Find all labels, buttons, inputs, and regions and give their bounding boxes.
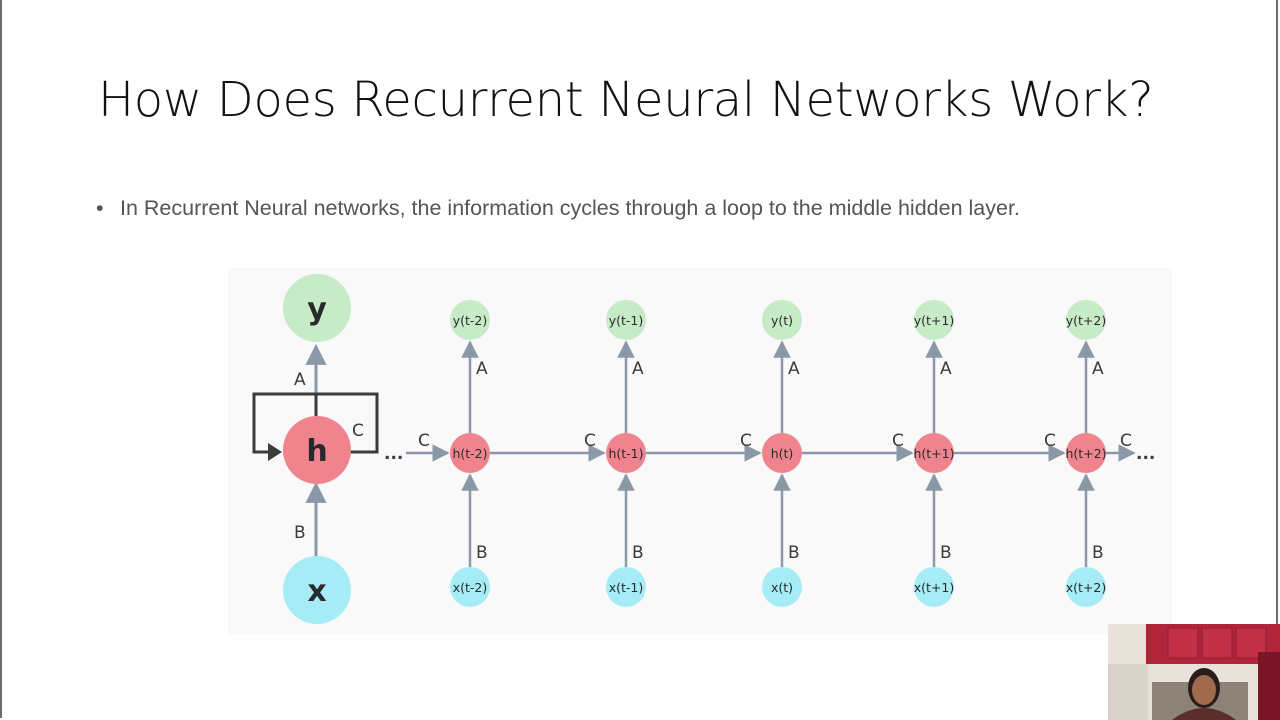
presenter-webcam	[1108, 624, 1280, 720]
edge-c-label: C	[1044, 431, 1056, 451]
hidden-node-label: h(t-2)	[452, 446, 487, 461]
folded-edge-b-label: B	[294, 523, 306, 543]
edge-a-label: A	[632, 359, 644, 379]
edge-a-label: A	[1092, 359, 1104, 379]
presenter-video-icon	[1108, 624, 1280, 720]
output-node-label: y(t-2)	[453, 313, 488, 328]
output-node-label: y(t+2)	[1066, 313, 1106, 328]
bullet-item: • In Recurrent Neural networks, the infor…	[96, 196, 1020, 221]
output-node-label: y(t-1)	[609, 313, 644, 328]
loop-arrow	[252, 392, 316, 454]
output-node-label: y(t)	[771, 313, 793, 328]
unrolled-rnn: ...CABCy(t-2)h(t-2)x(t-2)ABCy(t-1)h(t-1)…	[384, 300, 1155, 607]
output-node-label: y(t+1)	[914, 313, 954, 328]
edge-a-label: A	[940, 359, 952, 379]
output-node	[1066, 300, 1106, 340]
input-node-label: x	[307, 574, 326, 609]
input-node	[283, 556, 351, 624]
edge-c-label: C	[892, 431, 904, 451]
output-node	[606, 300, 646, 340]
output-node	[914, 300, 954, 340]
input-node	[762, 567, 802, 607]
hidden-node-label: h(t+1)	[913, 446, 954, 461]
bullet-icon: •	[96, 196, 104, 220]
input-node-label: x(t-1)	[609, 580, 644, 595]
folded-rnn: y h x A B C	[252, 274, 379, 624]
hidden-node	[283, 416, 351, 484]
input-node-label: x(t-2)	[453, 580, 488, 595]
hidden-node-label: h(t+2)	[1065, 446, 1106, 461]
ellipsis-right: ...	[1136, 444, 1155, 464]
edge-b-label: B	[476, 543, 488, 563]
hidden-node-label: h(t)	[771, 446, 794, 461]
rnn-diagram-svg: y h x A B C ...CABCy(t-2)h(t-2)x(t-2)ABC…	[252, 274, 1155, 624]
edge-b-label: B	[1092, 543, 1104, 563]
hidden-node	[606, 433, 646, 473]
ellipsis-left: ...	[384, 444, 403, 464]
hidden-node	[1066, 433, 1106, 473]
hidden-node-label: h(t-1)	[608, 446, 643, 461]
edge-c-label: C	[584, 431, 596, 451]
folded-edge-a-label: A	[294, 370, 306, 390]
folded-edge-c-label: C	[352, 421, 364, 441]
input-node-label: x(t+1)	[914, 580, 954, 595]
edge-c-label: C	[740, 431, 752, 451]
loop-arrowhead-icon	[268, 443, 282, 461]
input-node	[606, 567, 646, 607]
output-node	[450, 300, 490, 340]
input-node	[914, 567, 954, 607]
loop-line	[314, 392, 379, 454]
input-node	[450, 567, 490, 607]
output-node-label: y	[307, 292, 327, 327]
edge-b-label: B	[632, 543, 644, 563]
output-node	[762, 300, 802, 340]
bullet-text: In Recurrent Neural networks, the inform…	[120, 196, 1020, 220]
edge-c-label: C	[1120, 431, 1132, 451]
edge-c-label: C	[418, 431, 430, 451]
hidden-node	[450, 433, 490, 473]
input-node-label: x(t+2)	[1066, 580, 1106, 595]
edge-b-label: B	[940, 543, 952, 563]
hidden-node	[762, 433, 802, 473]
input-node-label: x(t)	[771, 580, 793, 595]
edge-b-label: B	[788, 543, 800, 563]
hidden-node-label: h	[306, 434, 327, 469]
hidden-node	[914, 433, 954, 473]
slide-title: How Does Recurrent Neural Networks Work?	[98, 72, 1154, 128]
input-node	[1066, 567, 1106, 607]
edge-a-label: A	[476, 359, 488, 379]
output-node	[283, 274, 351, 342]
edge-a-label: A	[788, 359, 800, 379]
